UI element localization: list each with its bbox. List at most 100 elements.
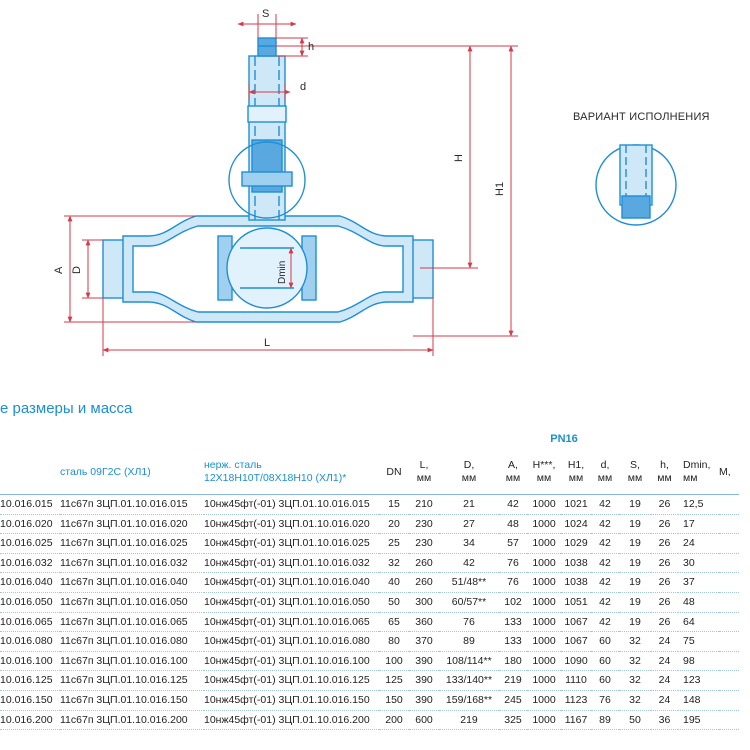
cell-h: 1000: [527, 533, 561, 554]
cell-d: 34: [439, 533, 499, 554]
cell-s: 19: [619, 572, 651, 593]
cell-s: 32: [619, 670, 651, 691]
stem-nut: [241, 171, 293, 187]
cell-a: 76: [499, 572, 527, 593]
cell-d: 108/114**: [439, 651, 499, 672]
dim-label-L: L: [264, 337, 270, 349]
cell-dn: 20: [379, 514, 409, 535]
stem-square: [257, 37, 277, 57]
cell-a: 48: [499, 514, 527, 535]
cell-dn: 150: [379, 690, 409, 711]
cell-m: [719, 670, 739, 691]
cell-m: [719, 553, 739, 574]
cell-code: 10.016.050: [0, 592, 60, 613]
cell-dn: 125: [379, 670, 409, 691]
cell-dn: 50: [379, 592, 409, 613]
cell-l: 260: [409, 572, 439, 593]
cell-h: 26: [651, 514, 678, 535]
cell-s: 19: [619, 612, 651, 633]
cell-d: 89: [591, 710, 619, 731]
cell-stainless: 10нж45фт(-01) 3ЦП.01.10.016.020: [204, 514, 379, 535]
variant-block: [621, 195, 651, 219]
cell-h1: 1029: [561, 533, 591, 554]
cell-h1: 1051: [561, 592, 591, 613]
cell-stainless: 10нж45фт(-01) 3ЦП.01.10.016.200: [204, 710, 379, 731]
pn-label-cell: PN16: [409, 428, 719, 450]
cell-d: 42: [591, 592, 619, 613]
cell-m: [719, 690, 739, 711]
cell-steel: 11с67п 3ЦП.01.10.016.020: [60, 514, 204, 535]
cell-d: 159/168**: [439, 690, 499, 711]
variant-detail: [595, 144, 677, 226]
cell-code: 10.016.020: [0, 514, 60, 535]
cell-d: 42: [591, 514, 619, 535]
cell-stainless: 10нж45фт(-01) 3ЦП.01.10.016.100: [204, 651, 379, 672]
cell-s: 32: [619, 651, 651, 672]
dim-label-dmin: Dmin: [277, 261, 288, 284]
cell-h1: 1123: [561, 690, 591, 711]
cell-d: 89: [439, 631, 499, 652]
cell-l: 390: [409, 651, 439, 672]
cell-dn: 15: [379, 494, 409, 515]
cell-h: 26: [651, 494, 678, 515]
cell-m: [719, 710, 739, 731]
cell-h: 1000: [527, 651, 561, 672]
cell-d: 60: [591, 670, 619, 691]
cell-stainless: 10нж45фт(-01) 3ЦП.01.10.016.125: [204, 670, 379, 691]
cell-h1: 1038: [561, 553, 591, 574]
dim-label-A: A: [53, 266, 65, 274]
cell-l: 210: [409, 494, 439, 515]
cell-stainless: 10нж45фт(-01) 3ЦП.01.10.016.065: [204, 612, 379, 633]
cell-d: 76: [591, 690, 619, 711]
dim-label-h: h: [308, 41, 314, 53]
cell-d: 42: [591, 533, 619, 554]
cell-s: 19: [619, 533, 651, 554]
stem: [228, 37, 306, 221]
dim-label-D: D: [71, 266, 83, 274]
cell-code: 10.016.025: [0, 533, 60, 554]
dim-label-d: d: [300, 81, 306, 93]
cell-h: 24: [651, 651, 678, 672]
cell-a: 245: [499, 690, 527, 711]
cell-dn: 200: [379, 710, 409, 731]
cell-s: 32: [619, 631, 651, 652]
cell-dn: 25: [379, 533, 409, 554]
cell-h1: 1167: [561, 710, 591, 731]
cell-l: 300: [409, 592, 439, 613]
cell-dn: 80: [379, 631, 409, 652]
cell-h: 24: [651, 631, 678, 652]
cell-steel: 11с67п 3ЦП.01.10.016.080: [60, 631, 204, 652]
header-dmin: Dmin,мм: [678, 450, 719, 495]
cell-dmin: 148: [678, 690, 719, 711]
cell-l: 390: [409, 690, 439, 711]
cell-dmin: 30: [678, 553, 719, 574]
cell-d: 60: [591, 631, 619, 652]
cell-stainless: 10нж45фт(-01) 3ЦП.01.10.016.025: [204, 533, 379, 554]
cell-d: 21: [439, 494, 499, 515]
cell-dn: 40: [379, 572, 409, 593]
cell-m: [719, 651, 739, 672]
cell-stainless: 10нж45фт(-01) 3ЦП.01.10.016.032: [204, 553, 379, 574]
cell-h: 26: [651, 612, 678, 633]
header-steel: сталь 09Г2С (ХЛ1): [60, 450, 204, 495]
cell-dn: 65: [379, 612, 409, 633]
cell-a: 102: [499, 592, 527, 613]
cell-dmin: 12,5: [678, 494, 719, 515]
cell-l: 390: [409, 670, 439, 691]
cell-l: 230: [409, 533, 439, 554]
cell-code: 10.016.040: [0, 572, 60, 593]
cell-s: 19: [619, 592, 651, 613]
cell-stainless: 10нж45фт(-01) 3ЦП.01.10.016.150: [204, 690, 379, 711]
cell-dn: 100: [379, 651, 409, 672]
pn-header-row: PN16: [0, 428, 739, 450]
cell-code: 10.016.200: [0, 710, 60, 731]
cell-d: 133/140**: [439, 670, 499, 691]
cell-stainless: 10нж45фт(-01) 3ЦП.01.10.016.080: [204, 631, 379, 652]
cell-h1: 1110: [561, 670, 591, 691]
cell-h: 26: [651, 553, 678, 574]
cell-l: 360: [409, 612, 439, 633]
